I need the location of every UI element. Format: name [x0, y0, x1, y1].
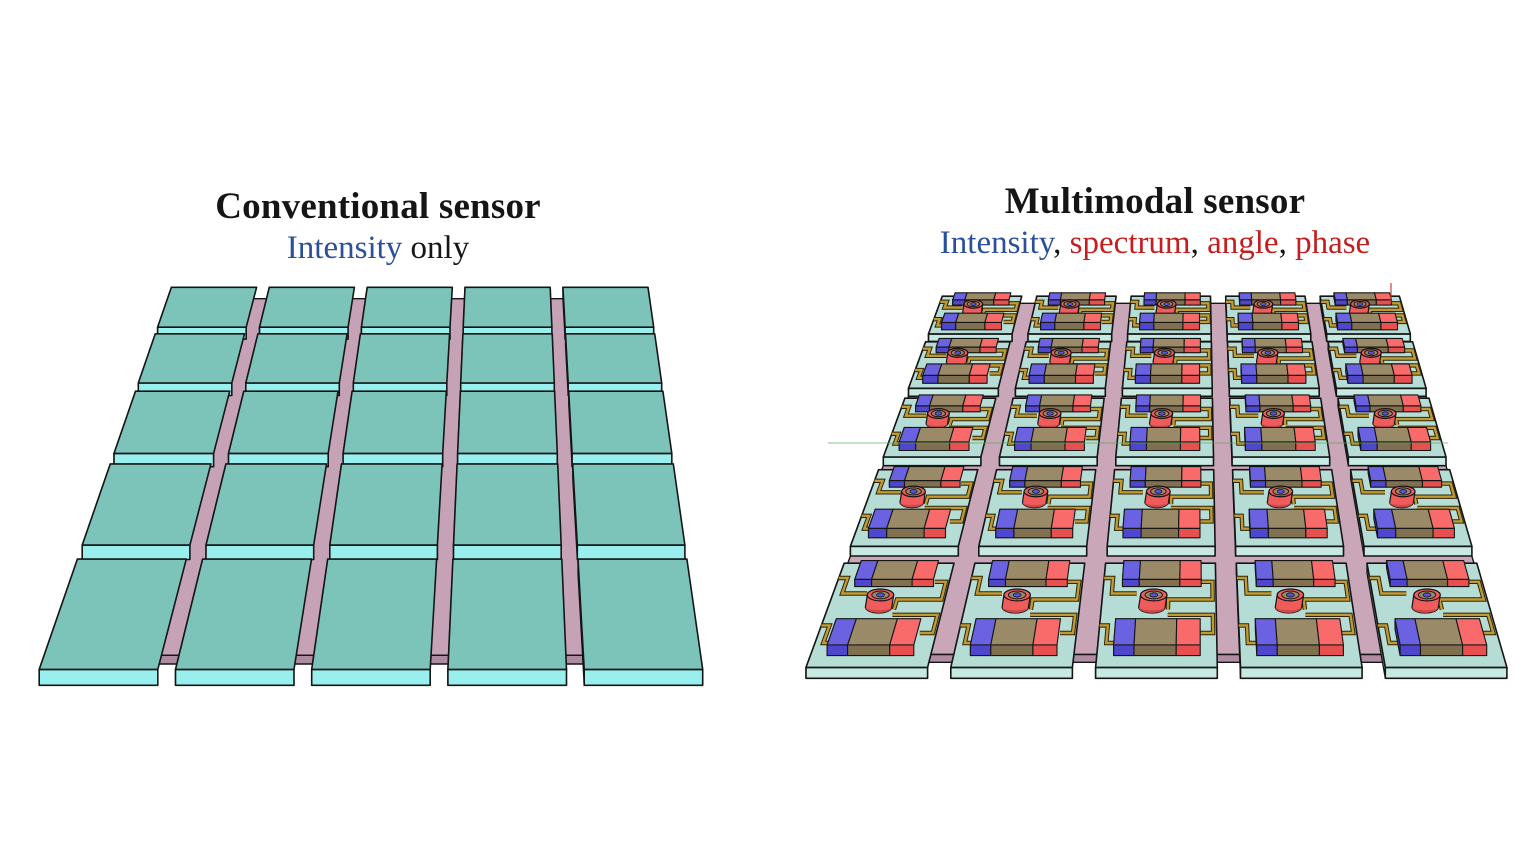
- subtitle-part: angle: [1207, 225, 1279, 262]
- subtitle-part: phase: [1295, 225, 1371, 262]
- conventional-sensor-caption: Conventional sensor Intensity only: [215, 186, 541, 267]
- conventional-sensor-subtitle: Intensity only: [215, 230, 541, 266]
- subtitle-part: ,: [1190, 225, 1208, 262]
- subtitle-part: ,: [1053, 225, 1070, 262]
- subtitle-part: Intensity: [286, 230, 403, 267]
- multimodal-sensor-array: [805, 292, 1508, 680]
- subtitle-part: Intensity: [939, 225, 1054, 262]
- multimodal-sensor-title: Multimodal sensor: [1004, 181, 1306, 222]
- subtitle-part: spectrum: [1069, 225, 1191, 262]
- subtitle-part: ,: [1278, 225, 1296, 262]
- multimodal-sensor-subtitle: Intensity, spectrum, angle, phase: [940, 225, 1370, 261]
- conventional-sensor-array: [38, 286, 704, 687]
- conventional-sensor-title: Conventional sensor: [215, 186, 541, 227]
- multimodal-sensor-caption: Multimodal sensor Intensity, spectrum, a…: [940, 181, 1370, 262]
- subtitle-part: only: [402, 230, 470, 267]
